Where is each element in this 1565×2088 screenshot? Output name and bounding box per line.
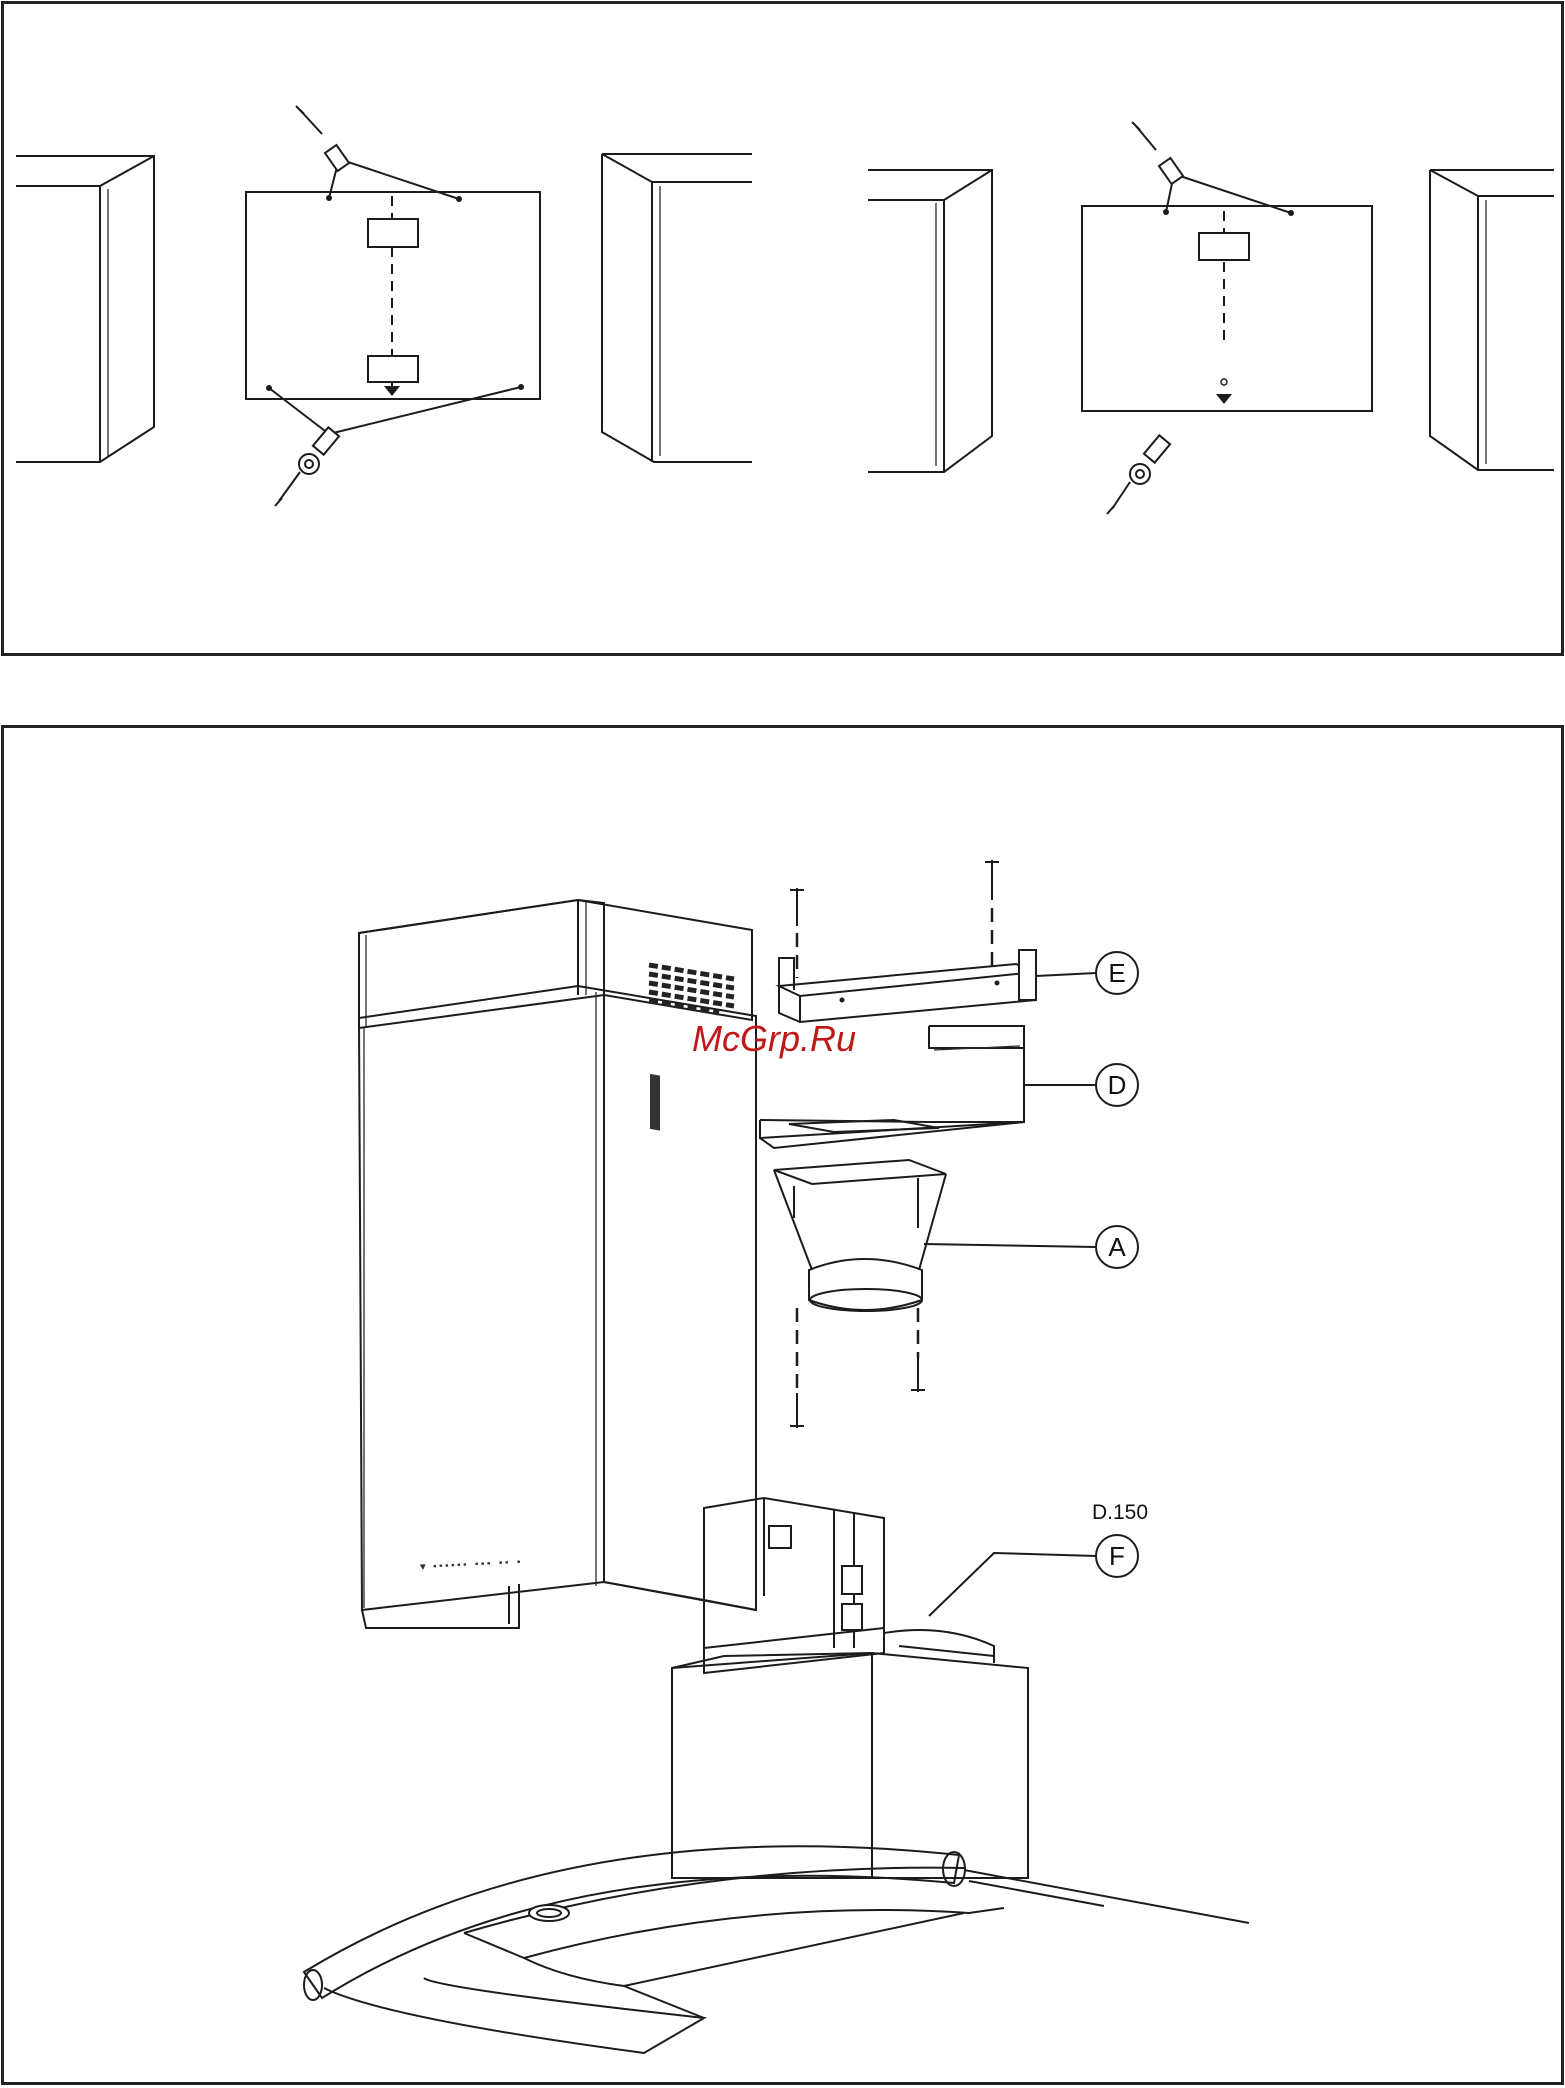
- mounting-template-2: [1082, 122, 1372, 514]
- washer-icon: [1130, 464, 1150, 484]
- screw-icon: [1132, 122, 1156, 150]
- svg-text:E: E: [1108, 958, 1125, 988]
- screw-icon: [911, 1308, 925, 1392]
- wall-mount-panel: [1, 1, 1564, 656]
- screw-icon: [1107, 482, 1130, 514]
- callout-a: A: [1096, 1226, 1138, 1268]
- wall-cabinet-right: [1430, 170, 1554, 470]
- washer-icon: [299, 454, 319, 474]
- wall-plug-icon: [325, 145, 349, 171]
- dimension-label: D.150: [1092, 1501, 1148, 1524]
- control-knob-icon: [529, 1905, 569, 1921]
- watermark: McGrp.Ru: [692, 1018, 856, 1059]
- callout-e: E: [1096, 952, 1138, 994]
- screw-icon: [275, 472, 300, 506]
- screw-icon: [790, 888, 804, 978]
- svg-text:A: A: [1108, 1232, 1126, 1262]
- mounting-template-1: [246, 106, 540, 506]
- hood-assembly-drawing: ▼ ▪▪▪▪▪▪ ▪▪▪ ▪▪ ▪: [4, 728, 1565, 2088]
- svg-text:▼ ▪▪▪▪▪▪ ▪▪▪ ▪▪ ▪: ▼ ▪▪▪▪▪▪ ▪▪▪ ▪▪ ▪: [420, 1558, 522, 1574]
- template-mark-upper: [368, 219, 418, 247]
- part-e-bracket: [779, 950, 1036, 1022]
- svg-text:D: D: [1108, 1070, 1127, 1100]
- hood-assembly-panel: ▼ ▪▪▪▪▪▪ ▪▪▪ ▪▪ ▪: [1, 725, 1564, 2085]
- wall-cabinet-middle-left: [602, 154, 752, 462]
- wall-cabinet-middle-right: [868, 170, 992, 472]
- callout-d: D: [1096, 1064, 1138, 1106]
- screw-icon: [985, 860, 999, 973]
- wall-plug-icon: [1144, 435, 1170, 462]
- template-mark-upper: [1199, 233, 1249, 260]
- screw-icon: [790, 1308, 804, 1428]
- wall-plug-icon: [313, 427, 339, 454]
- wall-mount-drawing: [4, 4, 1565, 659]
- chimney-upper: [359, 900, 752, 1131]
- wall-cabinet-left: [16, 156, 154, 462]
- svg-text:F: F: [1109, 1541, 1125, 1571]
- screw-icon: [296, 106, 322, 134]
- vent-slots-icon: [650, 1074, 660, 1131]
- wall-plug-icon: [1159, 158, 1183, 184]
- motor-control-box: [704, 1498, 884, 1673]
- hood-body: [672, 1630, 1028, 1878]
- part-a-adaptor: [774, 1160, 946, 1311]
- callout-f: F: [1096, 1535, 1138, 1577]
- chimney-lower: ▼ ▪▪▪▪▪▪ ▪▪▪ ▪▪ ▪: [359, 986, 756, 1628]
- template-mark-lower: [368, 356, 418, 382]
